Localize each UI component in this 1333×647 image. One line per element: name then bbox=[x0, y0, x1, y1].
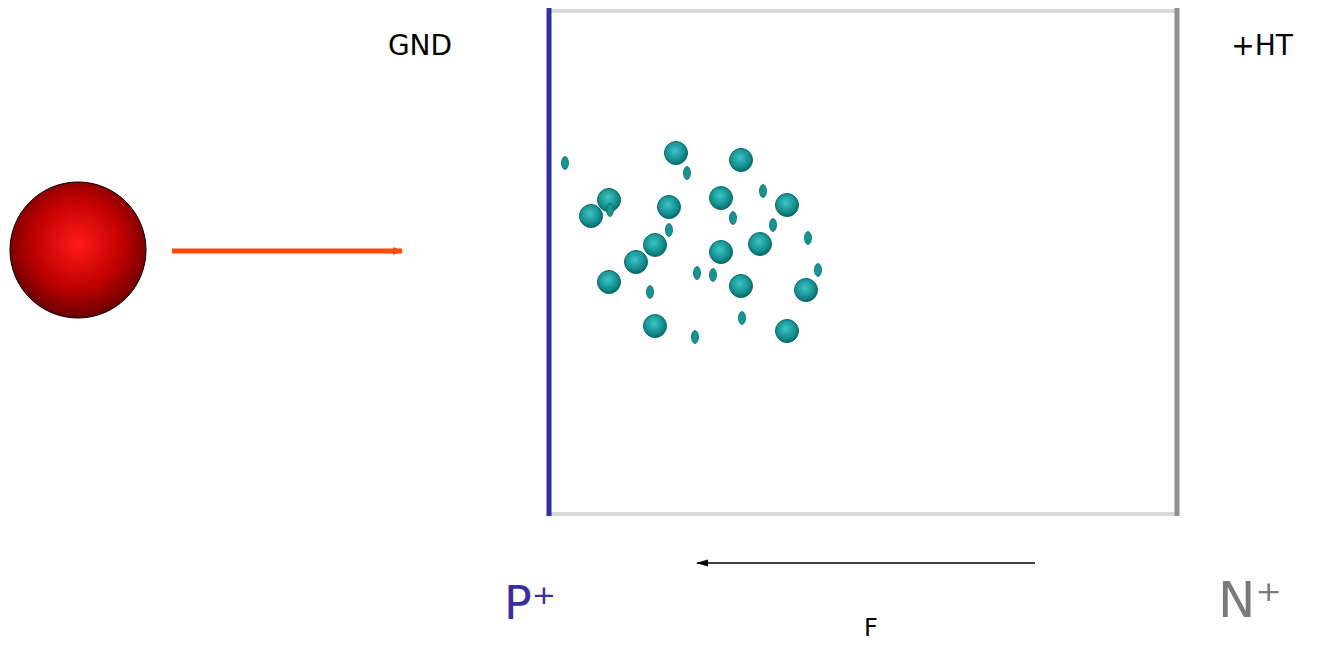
electron bbox=[760, 185, 767, 198]
ground-label: GND bbox=[388, 32, 452, 60]
electron bbox=[739, 312, 746, 325]
hole bbox=[730, 149, 753, 172]
hole bbox=[580, 205, 603, 228]
hole bbox=[749, 233, 772, 256]
hole bbox=[644, 234, 667, 257]
electron bbox=[710, 269, 717, 282]
detector-bottom bbox=[550, 512, 1176, 516]
n-side-label: N⁺ bbox=[1218, 575, 1282, 625]
hole bbox=[625, 251, 648, 274]
hole bbox=[776, 194, 799, 217]
electron bbox=[692, 331, 699, 344]
particle bbox=[10, 182, 146, 318]
electron bbox=[684, 167, 691, 180]
electron bbox=[815, 264, 822, 277]
hole bbox=[658, 196, 681, 219]
field-label: F bbox=[864, 616, 878, 640]
electron bbox=[805, 232, 812, 245]
hole bbox=[795, 279, 818, 302]
p-electrode bbox=[547, 8, 552, 516]
hole bbox=[776, 320, 799, 343]
electron bbox=[694, 267, 701, 280]
charge-carriers bbox=[562, 142, 822, 344]
detector-top bbox=[550, 9, 1176, 13]
field-arrow bbox=[697, 562, 1035, 564]
n-electrode bbox=[1175, 8, 1180, 516]
electron bbox=[607, 204, 614, 217]
electron bbox=[770, 219, 777, 232]
electron bbox=[666, 224, 673, 237]
electron bbox=[562, 157, 569, 170]
electron bbox=[647, 286, 654, 299]
electron bbox=[730, 212, 737, 225]
hole bbox=[730, 275, 753, 298]
high-voltage-label: +HT bbox=[1231, 32, 1293, 60]
hole bbox=[665, 142, 688, 165]
hole bbox=[710, 241, 733, 264]
hole bbox=[644, 315, 667, 338]
hole bbox=[598, 271, 621, 294]
particle-arrow bbox=[172, 249, 402, 254]
p-side-label: P⁺ bbox=[504, 580, 556, 626]
hole bbox=[710, 187, 733, 210]
